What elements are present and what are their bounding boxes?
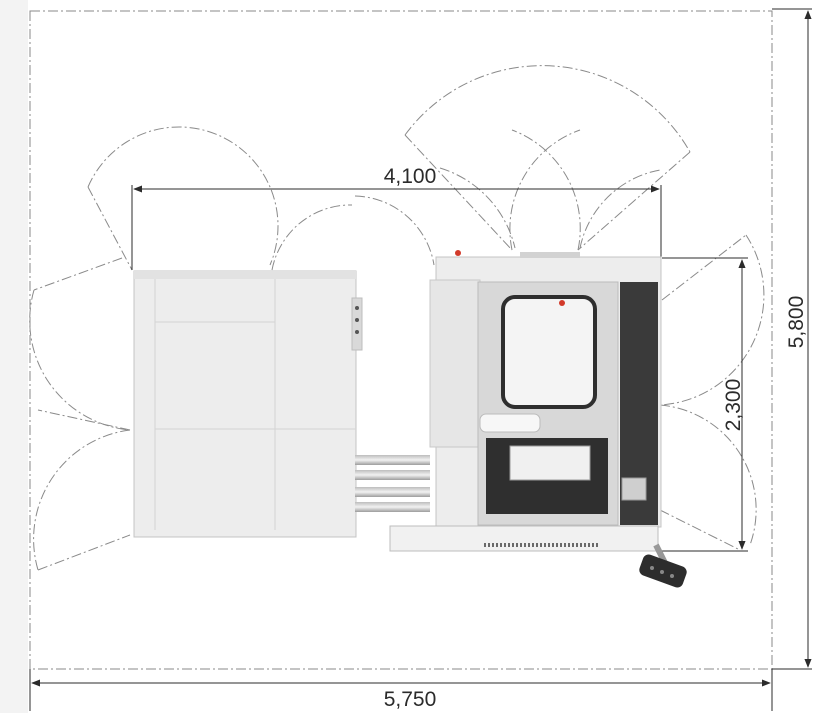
page-margin — [0, 0, 28, 713]
dimension-overall-depth — [772, 8, 812, 670]
base-rail — [389, 525, 659, 552]
dim-label-machine-length: 4,100 — [384, 165, 437, 188]
dim-label-overall-depth: 5,800 — [785, 296, 808, 349]
control-pendant — [639, 543, 687, 588]
dimension-overall-width — [29, 669, 773, 711]
left-housing — [133, 270, 363, 538]
dim-label-overall-width: 5,750 — [384, 688, 437, 711]
connection-hoses — [355, 455, 430, 512]
door-swing-arcs — [29, 65, 765, 571]
dimension-machine-length — [131, 185, 662, 270]
installation-boundary — [29, 10, 773, 670]
right-cabin — [429, 250, 662, 528]
dimension-machine-depth — [662, 257, 748, 552]
dim-label-machine-depth: 2,300 — [722, 379, 745, 432]
